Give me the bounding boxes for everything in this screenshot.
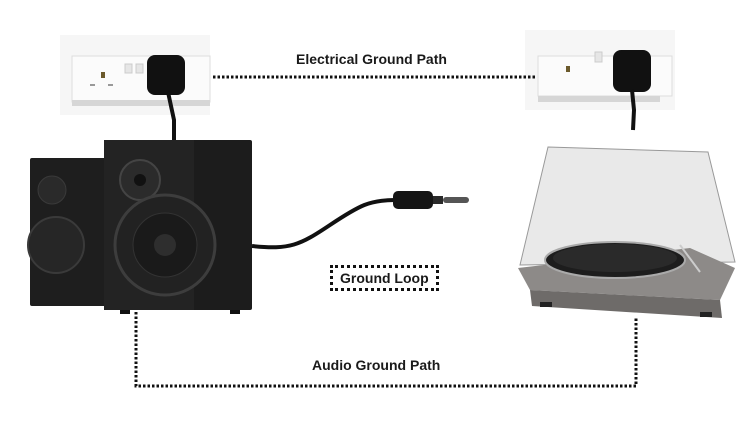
audio-cable-jack <box>251 191 469 250</box>
right-power-plug <box>613 50 651 131</box>
audio-ground-path-line <box>134 312 638 388</box>
audio-ground-path-label: Audio Ground Path <box>312 357 441 373</box>
turntable <box>518 146 736 318</box>
right-wall-socket <box>525 30 675 110</box>
speakers <box>27 140 252 314</box>
electrical-ground-path-label: Electrical Ground Path <box>296 51 447 67</box>
ground-loop-label: Ground Loop <box>330 265 439 291</box>
left-wall-socket <box>60 35 211 115</box>
left-power-plug <box>147 55 185 140</box>
